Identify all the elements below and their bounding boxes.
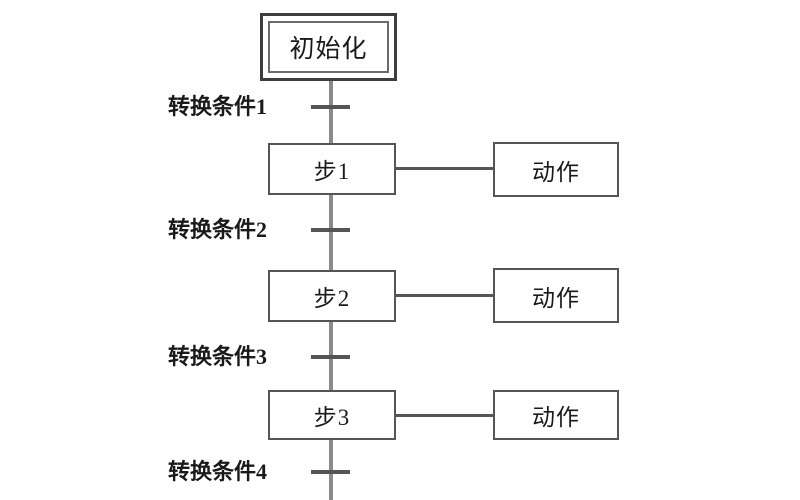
transition-label-1: 转换条件1 (168, 94, 268, 119)
action-label-3: 动作 (532, 405, 580, 430)
step-action-connector-3 (394, 414, 495, 417)
spine-step1-to-t2 (329, 193, 333, 271)
transition-tick-1 (311, 105, 350, 109)
spine-init-to-t1 (329, 78, 333, 144)
transition-tick-3 (311, 355, 350, 359)
action-box-3[interactable]: 动作 (493, 390, 619, 440)
initial-step-label: 初始化 (289, 36, 368, 63)
transition-label-2: 转换条件2 (168, 217, 268, 242)
step-box-2[interactable]: 步2 (268, 270, 396, 322)
transition-tick-2 (311, 228, 350, 232)
transition-label-3: 转换条件3 (168, 344, 268, 369)
spine-step3-to-t4 (329, 438, 333, 500)
action-box-2[interactable]: 动作 (493, 268, 619, 323)
transition-tick-4 (311, 470, 350, 474)
step-label-3: 步3 (313, 405, 351, 430)
step-action-connector-2 (394, 294, 495, 297)
step-box-1[interactable]: 步1 (268, 143, 396, 195)
step-label-1: 步1 (313, 159, 351, 184)
initial-step-box[interactable]: 初始化 (260, 13, 397, 81)
initial-step-inner: 初始化 (268, 21, 389, 73)
action-label-1: 动作 (532, 159, 580, 185)
action-box-1[interactable]: 动作 (493, 142, 619, 197)
transition-label-4: 转换条件4 (168, 459, 268, 484)
action-label-2: 动作 (532, 285, 580, 311)
step-label-2: 步2 (313, 286, 351, 311)
step-box-3[interactable]: 步3 (268, 390, 396, 440)
step-action-connector-1 (394, 167, 495, 170)
